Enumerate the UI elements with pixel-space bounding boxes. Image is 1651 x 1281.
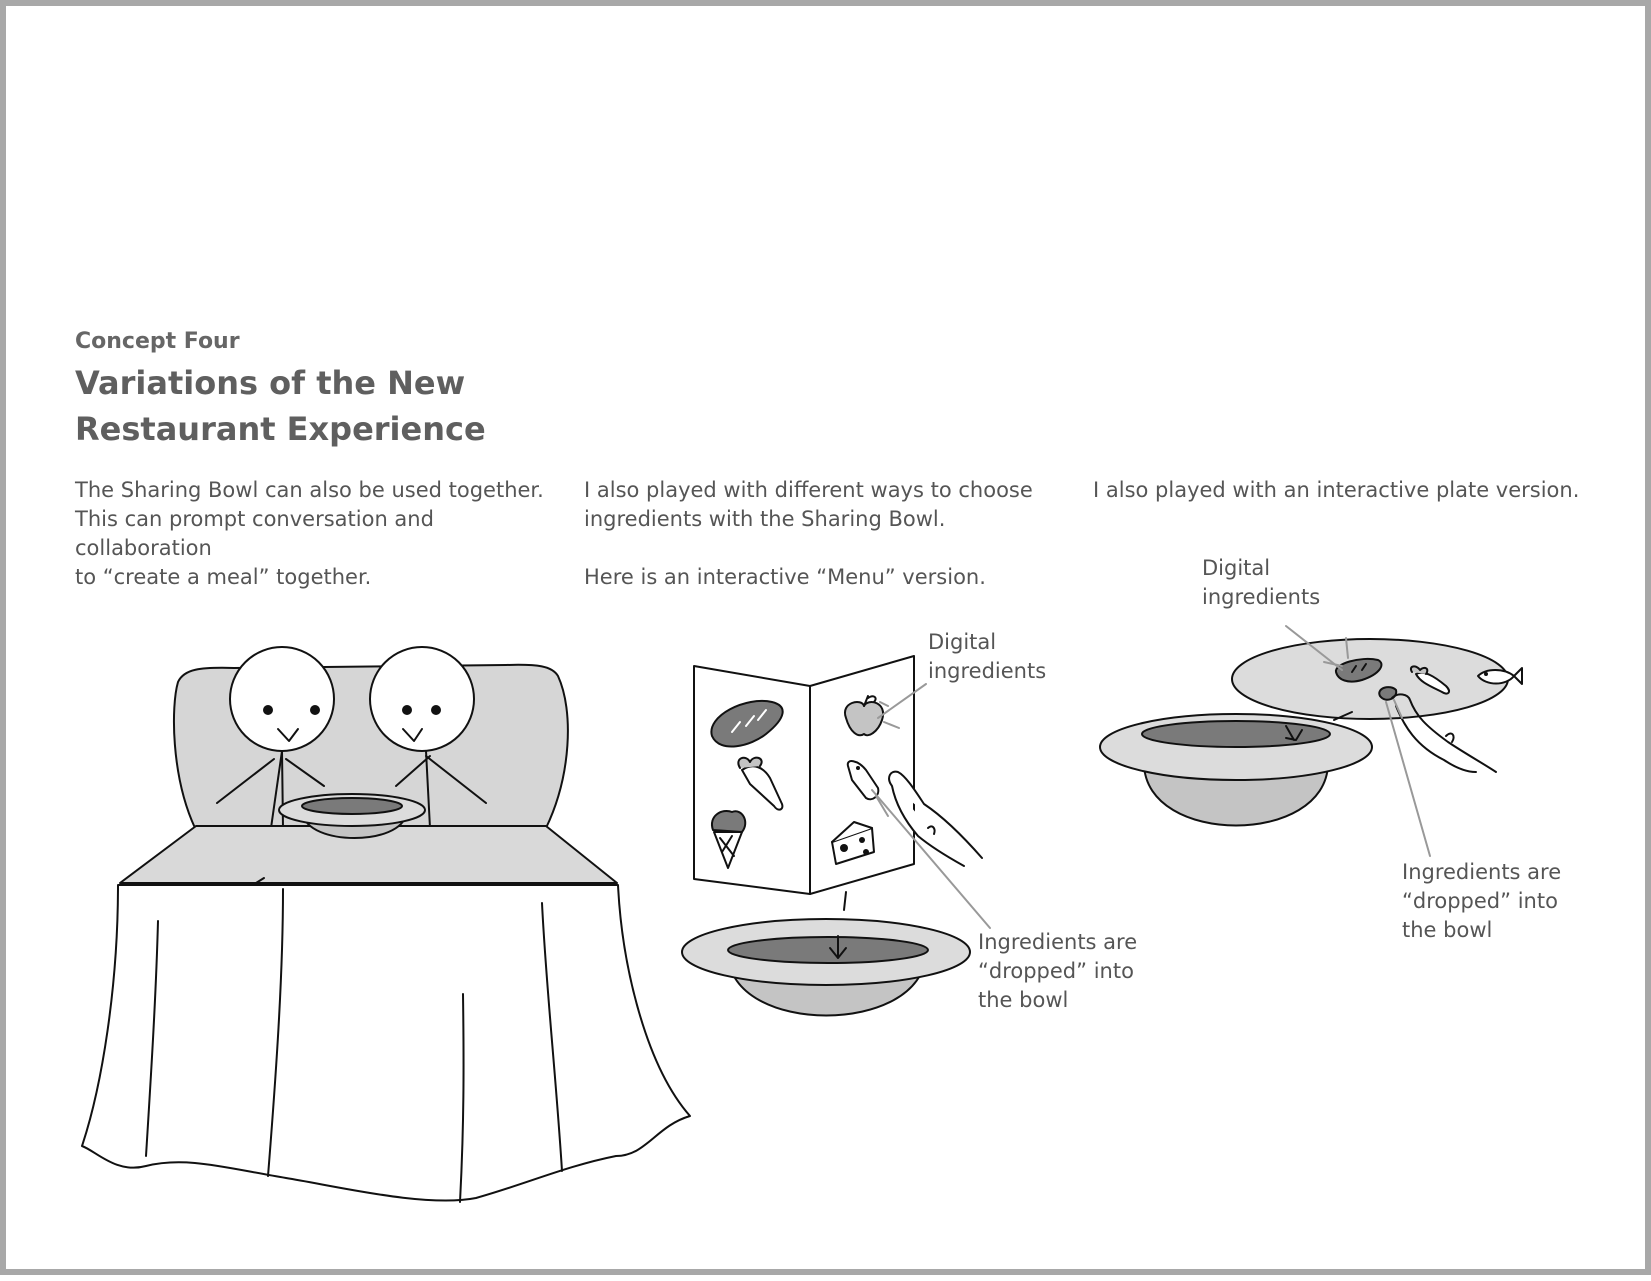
plate-fingernail — [1445, 732, 1455, 743]
shared-bowl — [278, 793, 426, 839]
plate-carrot-icon — [1410, 665, 1450, 695]
title-line: Restaurant Experience — [75, 410, 486, 448]
text-line: to “create a meal” together. — [75, 565, 372, 589]
label-line: Ingredients are — [1402, 860, 1562, 884]
text-line: I also played with different ways to cho… — [584, 478, 1033, 502]
fish-icon — [846, 760, 880, 801]
label-plate-digital-ingredients: Digital ingredients — [1202, 554, 1320, 612]
text-line: The Sharing Bowl can also be used togeth… — [75, 478, 544, 502]
menu-bowl — [681, 918, 971, 1017]
label-line: “dropped” into — [1402, 889, 1558, 913]
plate-bowl — [1099, 713, 1373, 827]
paragraph: Here is an interactive “Menu” version. — [584, 563, 1064, 592]
person-left — [216, 646, 335, 829]
page-title: Variations of the New Restaurant Experie… — [75, 360, 675, 452]
text-line: This can prompt conversation and collabo… — [75, 507, 434, 560]
plate-pointer-lines — [1285, 625, 1431, 857]
label-line: Ingredients are — [978, 930, 1138, 954]
label-plate-ingredients-dropped: Ingredients are “dropped” into the bowl — [1402, 858, 1561, 945]
carrot-icon — [737, 756, 784, 811]
label-line: “dropped” into — [978, 959, 1134, 983]
illustration-canvas — [81, 625, 1523, 1203]
apple-icon — [843, 695, 885, 737]
interactive-plate — [1231, 638, 1509, 720]
diners-table-sketch — [81, 646, 691, 1203]
label-line: ingredients — [1202, 585, 1321, 609]
column-together: The Sharing Bowl can also be used togeth… — [75, 476, 575, 592]
menu-sketch — [681, 655, 991, 1017]
fingernail — [927, 825, 936, 835]
plate-edge-tick — [1333, 711, 1353, 721]
plate-sketch — [1099, 625, 1523, 857]
title-line: Variations of the New — [75, 364, 466, 402]
text-line: ingredients with the Sharing Bowl. — [584, 507, 946, 531]
label-line: Digital — [1202, 556, 1271, 580]
cheese-icon — [831, 821, 875, 865]
concept-eyebrow: Concept Four — [75, 329, 240, 354]
paragraph: I also played with an interactive plate … — [1093, 476, 1633, 505]
column-plate: I also played with an interactive plate … — [1093, 476, 1633, 505]
person-right — [369, 646, 487, 829]
drop-line — [843, 891, 847, 911]
ice-cream-icon — [710, 810, 747, 869]
finger-hand — [888, 770, 983, 867]
label-menu-digital-ingredients: Digital ingredients — [928, 628, 1046, 686]
bread-icon — [710, 699, 784, 748]
plate-fish-icon — [1477, 667, 1523, 685]
tablecloth-folds — [145, 877, 563, 1203]
table-top — [119, 825, 618, 884]
column-menu: I also played with different ways to cho… — [584, 476, 1064, 592]
label-line: the bowl — [978, 988, 1069, 1012]
text-line: Here is an interactive “Menu” version. — [584, 565, 986, 589]
menu-pointer-lines — [871, 683, 991, 929]
plate-hand — [1391, 693, 1497, 773]
label-line: Digital — [928, 630, 997, 654]
text-line: I also played with an interactive plate … — [1093, 478, 1580, 502]
label-line: the bowl — [1402, 918, 1493, 942]
paragraph: The Sharing Bowl can also be used togeth… — [75, 476, 575, 592]
plate-bread-icon — [1335, 658, 1383, 683]
tablecloth — [81, 884, 691, 1202]
paragraph: I also played with different ways to cho… — [584, 476, 1064, 534]
plate-pinched-item — [1378, 686, 1398, 701]
label-menu-ingredients-dropped: Ingredients are “dropped” into the bowl — [978, 928, 1137, 1015]
label-line: ingredients — [928, 659, 1047, 683]
